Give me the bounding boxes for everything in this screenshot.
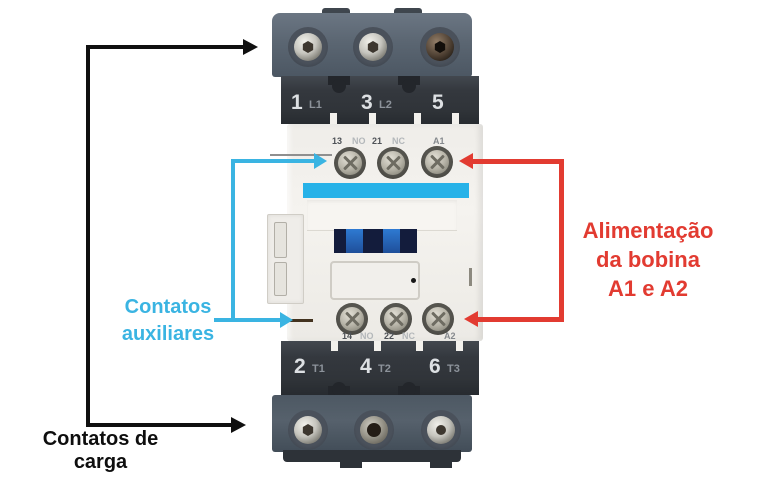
red-line-vertical (559, 159, 564, 322)
band-slot (416, 341, 423, 351)
terminal-label-4: 4 (360, 355, 372, 378)
aux-contacts-line1: Contatos (124, 296, 212, 318)
coil-supply-line3: A1 e A2 (608, 276, 688, 301)
aux-screw-13 (334, 147, 366, 179)
aux-label-NC-bottom: NC (402, 331, 415, 341)
coil-supply-line2: da bobina (596, 247, 700, 272)
red-line-bottom (477, 317, 564, 322)
band-slot (374, 341, 381, 351)
aux-screw-A1 (421, 146, 453, 178)
keyhole-top-1-circle (332, 79, 346, 93)
bottom-foot-right (430, 461, 452, 468)
aux-label-NO-bottom: NO (360, 331, 374, 341)
cyan-line-vertical (231, 159, 235, 322)
cyan-line-bottom (214, 318, 282, 322)
aux-label-NC-top: NC (392, 136, 405, 146)
terminal-label-L1: L1 (309, 99, 322, 111)
photo-thin-arrow (270, 154, 332, 156)
load-contacts-label: Contatos de carga (18, 428, 183, 474)
keyhole-top-2-circle (402, 79, 416, 93)
band-slot (331, 341, 338, 351)
contact-window (334, 229, 417, 253)
coil-supply-label: Alimentação da bobina A1 e A2 (568, 216, 728, 303)
side-latch (267, 214, 304, 304)
black-arrow-bottom-icon (231, 417, 246, 433)
red-arrow-bottom-icon (464, 311, 478, 327)
terminal-label-T2: T2 (378, 363, 391, 375)
aux-screw-14 (336, 303, 368, 335)
body-panel-top (307, 200, 457, 231)
cyan-arrow-bottom-icon (280, 312, 293, 328)
terminal-band-135 (281, 76, 479, 124)
contact-bar (383, 229, 400, 253)
contact-bar (346, 229, 363, 253)
aux-label-13: 13 (332, 136, 343, 146)
panel-dot (411, 278, 416, 283)
aux-screw-22 (380, 303, 412, 335)
load-contacts-line1: Contatos de (42, 428, 159, 450)
band-slot (452, 113, 459, 124)
black-line-bottom (86, 423, 232, 427)
black-arrow-top-icon (243, 39, 258, 55)
black-line-vertical (86, 47, 90, 427)
band-slot (414, 113, 421, 124)
aux-label-A1: A1 (433, 136, 445, 146)
load-contacts-line2: carga (73, 451, 128, 473)
bottom-base-strip (283, 450, 461, 462)
terminal-label-L2: L2 (379, 99, 392, 111)
keyhole-bottom-2-circle (402, 382, 416, 396)
terminal-screw-L1 (288, 27, 328, 67)
terminal-label-2: 2 (294, 355, 306, 378)
cyan-line-top (231, 159, 315, 163)
black-line-top (86, 45, 244, 49)
red-arrow-top-icon (459, 153, 473, 169)
terminal-label-6: 6 (429, 355, 441, 378)
aux-label-14: 14 (342, 331, 353, 341)
aux-contacts-label: Contatos auxiliares (120, 294, 216, 348)
terminal-screw-T2 (354, 410, 394, 450)
bottom-foot-left (340, 461, 362, 468)
terminal-label-3: 3 (361, 91, 373, 114)
aux-label-NO-top: NO (352, 136, 366, 146)
terminal-label-1: 1 (291, 91, 303, 114)
right-tick (469, 268, 472, 286)
terminal-screw-T1 (288, 410, 328, 450)
terminal-label-T1: T1 (312, 363, 325, 375)
band-slot (369, 113, 376, 124)
coil-supply-line1: Alimentação (582, 218, 714, 243)
aux-label-22: 22 (384, 331, 395, 341)
band-slot (330, 113, 337, 124)
terminal-screw-L2 (353, 27, 393, 67)
aux-screw-A2 (422, 303, 454, 335)
aux-screw-21 (377, 147, 409, 179)
nameplate-panel (330, 261, 420, 300)
aux-contacts-line2: auxiliares (121, 323, 215, 345)
terminal-screw-T3 (421, 410, 461, 450)
terminal-screw-L3 (420, 27, 460, 67)
red-line-top (472, 159, 564, 164)
aux-label-A2: A2 (444, 331, 456, 341)
terminal-label-5: 5 (432, 91, 444, 114)
terminal-label-T3: T3 (447, 363, 460, 375)
cyan-stripe (303, 183, 469, 198)
keyhole-bottom-1-circle (332, 382, 346, 396)
band-slot (456, 341, 463, 351)
aux-label-21: 21 (372, 136, 383, 146)
cyan-arrow-top-icon (314, 153, 327, 169)
